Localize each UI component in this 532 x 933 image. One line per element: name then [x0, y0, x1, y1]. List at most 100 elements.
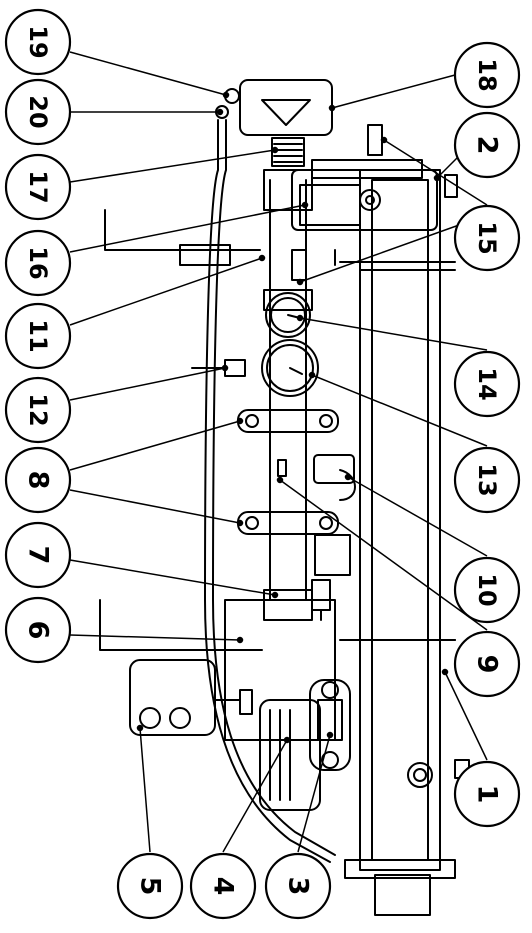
callout-20: 20 [4, 78, 72, 146]
callout-circle-2 [453, 111, 521, 179]
callout-label-20: 20 [24, 95, 52, 128]
callout-circle-14 [453, 350, 521, 418]
leader-line-4-0 [222, 739, 288, 853]
leader-line-19-0 [69, 51, 227, 96]
callout-4: 4 [189, 852, 257, 920]
callout-circle-18 [453, 41, 521, 109]
leader-tip-14-0 [296, 314, 304, 322]
callout-label-2: 2 [472, 136, 503, 155]
callout-circle-19 [4, 8, 72, 76]
leader-tip-19-0 [222, 91, 230, 99]
callout-label-7: 7 [23, 546, 54, 565]
leader-tip-7-0 [271, 591, 279, 599]
leader-line-6-0 [69, 634, 241, 641]
callout-circle-7 [4, 521, 72, 589]
leader-line-17-0 [69, 149, 276, 183]
callout-circle-9 [453, 630, 521, 698]
leader-tip-8a-0 [236, 417, 244, 425]
callout-14: 14 [453, 350, 521, 418]
leader-tip-16-0 [301, 201, 309, 209]
callout-label-19: 19 [24, 25, 52, 58]
leader-tip-5-0 [136, 724, 144, 732]
pump-assembly [129, 599, 351, 811]
leader-tip-3-0 [326, 731, 334, 739]
callout-label-5: 5 [135, 877, 166, 896]
callout-label-3: 3 [283, 877, 314, 896]
callout-label-8a: 8 [23, 471, 54, 490]
callout-label-10: 10 [473, 573, 501, 606]
leader-line-15-1 [299, 214, 488, 283]
leader-tip-9-0 [276, 476, 284, 484]
callout-label-13: 13 [473, 463, 501, 496]
leader-tip-2-0 [433, 174, 441, 182]
callout-label-1: 1 [472, 785, 503, 804]
callout-label-4: 4 [208, 877, 239, 896]
leader-line-18-0 [331, 74, 456, 109]
leader-tip-18-0 [328, 104, 336, 112]
leader-line-8a-0 [69, 420, 241, 471]
leader-tip-4-0 [283, 736, 291, 744]
callout-circle-15 [453, 204, 521, 272]
callout-10: 10 [453, 556, 521, 624]
pipe-clamps [237, 409, 339, 535]
leader-line-13-0 [311, 374, 488, 447]
leader-tip-12-0 [221, 364, 229, 372]
callout-8a: 8 [4, 446, 72, 514]
top-valve [215, 79, 333, 167]
callout-11: 11 [4, 302, 72, 370]
callout-1: 1 [453, 760, 521, 828]
callout-circle-13 [453, 446, 521, 514]
callout-label-17: 17 [24, 170, 52, 203]
leader-tip-15-1 [296, 278, 304, 286]
callout-16: 16 [4, 229, 72, 297]
callout-9: 9 [453, 630, 521, 698]
leader-line-9-0 [279, 479, 488, 631]
leader-tip-17-0 [271, 146, 279, 154]
leader-line-11-0 [69, 257, 263, 326]
leader-line-16-0 [69, 204, 306, 253]
bracket-rods [99, 209, 456, 651]
leader-tip-1-0 [441, 668, 449, 676]
leader-tip-8a-1 [236, 519, 244, 527]
callout-circle-8a [4, 446, 72, 514]
callout-5: 5 [116, 852, 184, 920]
callout-circle-5 [116, 852, 184, 920]
callout-label-16: 16 [24, 246, 52, 279]
callout-circle-3 [264, 852, 332, 920]
callout-7: 7 [4, 521, 72, 589]
callout-label-18: 18 [473, 58, 501, 91]
callout-2: 2 [453, 111, 521, 179]
callout-13: 13 [453, 446, 521, 514]
leader-line-7-0 [69, 559, 276, 596]
callout-circle-16 [4, 229, 72, 297]
large-gauge [191, 339, 319, 397]
callout-circle-1 [453, 760, 521, 828]
callout-circle-12 [4, 376, 72, 444]
leader-tip-6-0 [236, 636, 244, 644]
leader-line-5-0 [139, 727, 151, 853]
leader-tip-20-0 [216, 108, 224, 116]
base-frame [344, 169, 470, 916]
leader-tip-10-0 [344, 473, 352, 481]
callout-circle-11 [4, 302, 72, 370]
callout-18: 18 [453, 41, 521, 109]
callout-19: 19 [4, 8, 72, 76]
callout-15: 15 [453, 204, 521, 272]
callout-circle-4 [189, 852, 257, 920]
sensor-fittings [277, 454, 356, 621]
callout-17: 17 [4, 153, 72, 221]
leader-line-15-0 [383, 139, 488, 206]
callout-label-14: 14 [473, 367, 501, 400]
callout-label-11: 11 [24, 319, 52, 352]
leader-tip-13-0 [308, 371, 316, 379]
callout-circle-6 [4, 596, 72, 664]
actuator [291, 124, 438, 231]
leader-line-3-0 [297, 734, 331, 853]
small-gauge [265, 292, 311, 338]
leader-tip-11-0 [258, 254, 266, 262]
leader-line-1-0 [444, 671, 488, 761]
callout-label-9: 9 [472, 655, 503, 674]
leader-line-10-0 [347, 476, 488, 557]
